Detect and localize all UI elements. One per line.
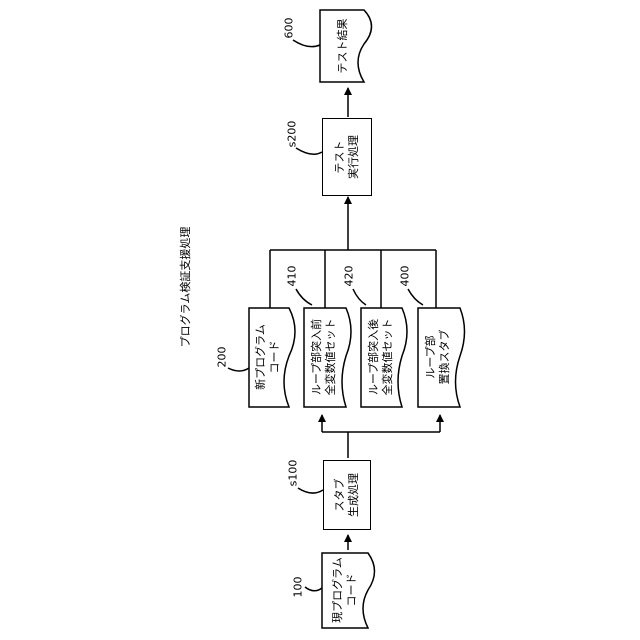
test-execution-box: テスト 実行処理	[322, 118, 372, 196]
pre-vars-label: ループ部突入前 全変数値セット	[310, 319, 338, 396]
ref-410: 410	[286, 266, 299, 287]
new-code-label: 新プログラム コード	[254, 324, 282, 390]
ref-leader-420	[353, 289, 366, 305]
ref-leader-400	[408, 289, 423, 305]
stub-generation-label: スタブ 生成処理	[333, 473, 361, 517]
ref-600: 600	[283, 18, 296, 39]
ref-leader-410	[296, 289, 312, 305]
stub-generation-box: スタブ 生成処理	[323, 460, 371, 530]
ref-leader-s200	[296, 148, 322, 154]
current-code-label: 現プログラム コード	[331, 557, 359, 623]
diagram-title: プログラム検証支援処理	[180, 227, 192, 348]
test-result-label: テスト結果	[336, 19, 350, 74]
ref-leader-600	[293, 40, 320, 47]
ref-s200: s200	[286, 121, 299, 148]
ref-leader-200	[228, 368, 249, 371]
loop-stub-label: ループ部 置換スタブ	[424, 330, 452, 385]
ref-leader-s100	[298, 488, 323, 493]
post-vars-label: ループ部突入後 全変数値セット	[367, 319, 395, 396]
ref-200: 200	[216, 347, 229, 368]
ref-400: 400	[399, 266, 412, 287]
ref-100: 100	[292, 577, 305, 598]
ref-s100: s100	[287, 460, 300, 487]
ref-leader-100	[305, 587, 322, 591]
test-execution-label: テスト 実行処理	[333, 135, 361, 179]
ref-420: 420	[343, 266, 356, 287]
